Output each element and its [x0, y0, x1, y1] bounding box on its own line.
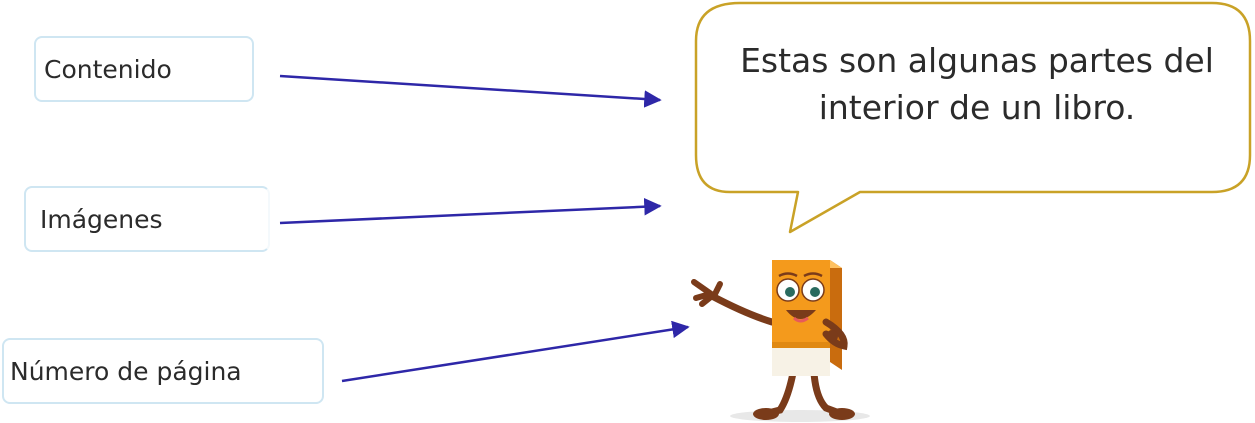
arrow-imagenes	[279, 197, 662, 225]
speech-bubble-text: Estas son algunas partes del interior de…	[712, 38, 1242, 132]
label-imagenes-text: Imágenes	[40, 204, 163, 234]
book-character-icon	[691, 260, 870, 422]
left-arm	[708, 292, 776, 326]
arrow-contenido	[279, 74, 662, 108]
book-side	[830, 260, 842, 370]
right-pupil	[810, 287, 820, 297]
book-pages	[772, 346, 830, 376]
label-numero-de-pagina-text: Número de página	[10, 356, 242, 386]
tongue	[792, 316, 809, 323]
left-hand	[691, 279, 723, 307]
right-brow	[803, 272, 823, 278]
arrow-numero-de-pagina	[341, 320, 690, 383]
left-shoe	[753, 408, 779, 420]
book-spine-band	[772, 342, 830, 348]
right-shoe	[829, 408, 855, 420]
right-leg	[810, 369, 846, 418]
speech-bubble-line-1: Estas son algunas partes del	[740, 41, 1214, 80]
speech-bubble-line-2: interior de un libro.	[818, 87, 1136, 127]
label-contenido: Contenido	[34, 36, 254, 102]
left-pupil	[785, 287, 795, 297]
right-fist	[826, 330, 838, 342]
left-leg	[760, 369, 797, 418]
label-numero-de-pagina: Número de página	[2, 338, 324, 404]
speech-bubble-shape	[694, 1, 1252, 234]
label-contenido-text: Contenido	[44, 54, 172, 84]
mouth	[786, 310, 816, 319]
left-brow	[778, 272, 798, 278]
label-imagenes: Imágenes	[24, 186, 270, 252]
